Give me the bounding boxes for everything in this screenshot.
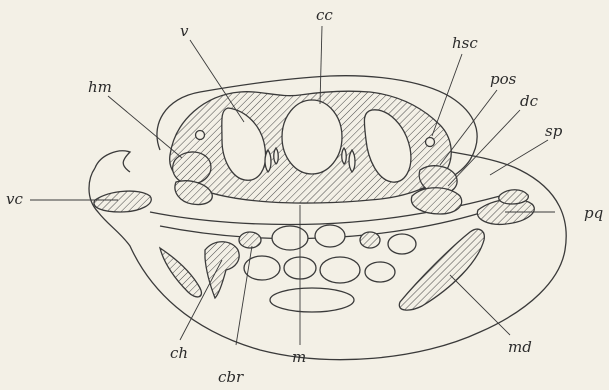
leader-dc (448, 110, 520, 186)
element-vc (94, 191, 151, 212)
label-hm: hm (88, 78, 112, 96)
branchial-oval-9 (365, 262, 395, 282)
label-v: v (180, 22, 189, 40)
hsc-canal-right (426, 138, 435, 147)
label-dc: dc (520, 92, 539, 110)
label-md: md (508, 338, 532, 356)
branchial-oval-3 (315, 225, 345, 247)
label-sp: sp (545, 122, 563, 140)
label-hsc: hsc (452, 34, 478, 52)
label-pos: pos (490, 70, 517, 88)
label-pq: pq (584, 204, 603, 222)
branchial-oval-2 (272, 226, 308, 250)
branchial-oval-5 (388, 234, 416, 254)
right-element-lower (411, 188, 461, 214)
outer-body-left-flap (95, 151, 130, 172)
label-cbr: cbr (218, 368, 244, 386)
leader-hsc (432, 54, 462, 136)
branchial-oval-8 (320, 257, 360, 283)
slit-left-2 (274, 148, 279, 164)
label-vc: vc (6, 190, 23, 208)
label-cc: cc (316, 6, 333, 24)
leader-md (450, 275, 510, 335)
slit-right-1 (349, 150, 355, 172)
element-left-elongated (160, 248, 201, 297)
slit-right-2 (342, 148, 347, 164)
branchial-oval-4 (360, 232, 380, 248)
cranial-cavity-cc (282, 100, 342, 174)
label-ch: ch (170, 344, 188, 362)
branchial-oval-1 (239, 232, 261, 248)
label-m: m (292, 348, 306, 366)
element-sp (499, 190, 529, 204)
branchial-oval-10 (270, 288, 354, 312)
leader-pos (440, 90, 497, 165)
hsc-canal-left (196, 131, 205, 140)
element-ch (205, 242, 239, 298)
hyomandibular-left (173, 152, 211, 184)
slit-left-1 (265, 150, 271, 172)
